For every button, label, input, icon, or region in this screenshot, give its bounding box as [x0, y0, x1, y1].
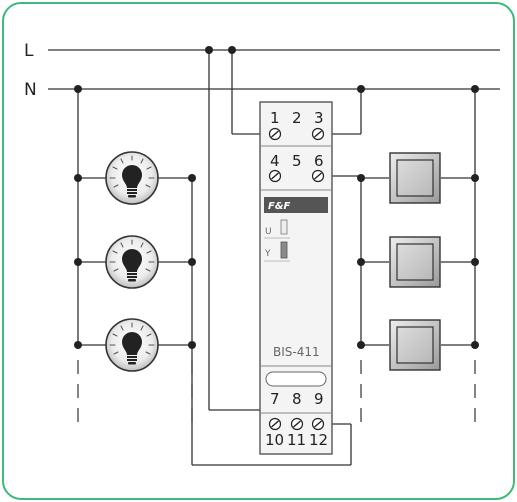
- module-slot: [265, 371, 327, 387]
- terminal-8-label: 8: [292, 390, 302, 408]
- terminal-11-label: 11: [287, 431, 306, 449]
- continuation-lines: [77, 360, 476, 428]
- line-l-label: L: [24, 41, 34, 61]
- indicator-lamp-led: [280, 241, 288, 259]
- terminal-9-label: 9: [314, 390, 324, 408]
- screw-3-icon: [311, 127, 325, 141]
- push-button-3-icon: [389, 319, 441, 371]
- lamp-1-icon: [105, 151, 159, 205]
- terminal-6-label: 6: [314, 152, 324, 170]
- supply-lines: [48, 49, 500, 90]
- brand-logo: F&F: [268, 201, 291, 212]
- terminal-10-label: 10: [265, 431, 284, 449]
- screw-11-icon: [290, 417, 304, 431]
- lamp-3-icon: [105, 318, 159, 372]
- junction-dots: [74, 46, 479, 349]
- relay-module: 1 2 3 4 5 6 7 8 9 10 11 12 F&F U Y BIS-4…: [259, 101, 333, 455]
- terminal-3-label: 3: [314, 109, 324, 127]
- indicator-u-led: [280, 219, 288, 235]
- screw-12-icon: [311, 417, 325, 431]
- terminal-12-label: 12: [309, 431, 328, 449]
- terminal-5-label: 5: [292, 152, 302, 170]
- terminal-2-label: 2: [292, 109, 302, 127]
- push-button-1-icon: [389, 152, 441, 204]
- terminal-7-label: 7: [270, 390, 280, 408]
- screw-10-icon: [268, 417, 282, 431]
- line-n-label: N: [24, 80, 37, 100]
- screw-1-icon: [268, 127, 282, 141]
- terminal-1-label: 1: [270, 109, 280, 127]
- lamp-2-icon: [105, 235, 159, 289]
- module-model-label: BIS-411: [273, 345, 320, 359]
- indicator-lamp-label: Y: [264, 249, 271, 259]
- push-button-2-icon: [389, 236, 441, 288]
- screw-6-icon: [311, 169, 325, 183]
- screw-4-icon: [268, 169, 282, 183]
- indicator-u-label: U: [265, 227, 272, 237]
- terminal-4-label: 4: [270, 152, 280, 170]
